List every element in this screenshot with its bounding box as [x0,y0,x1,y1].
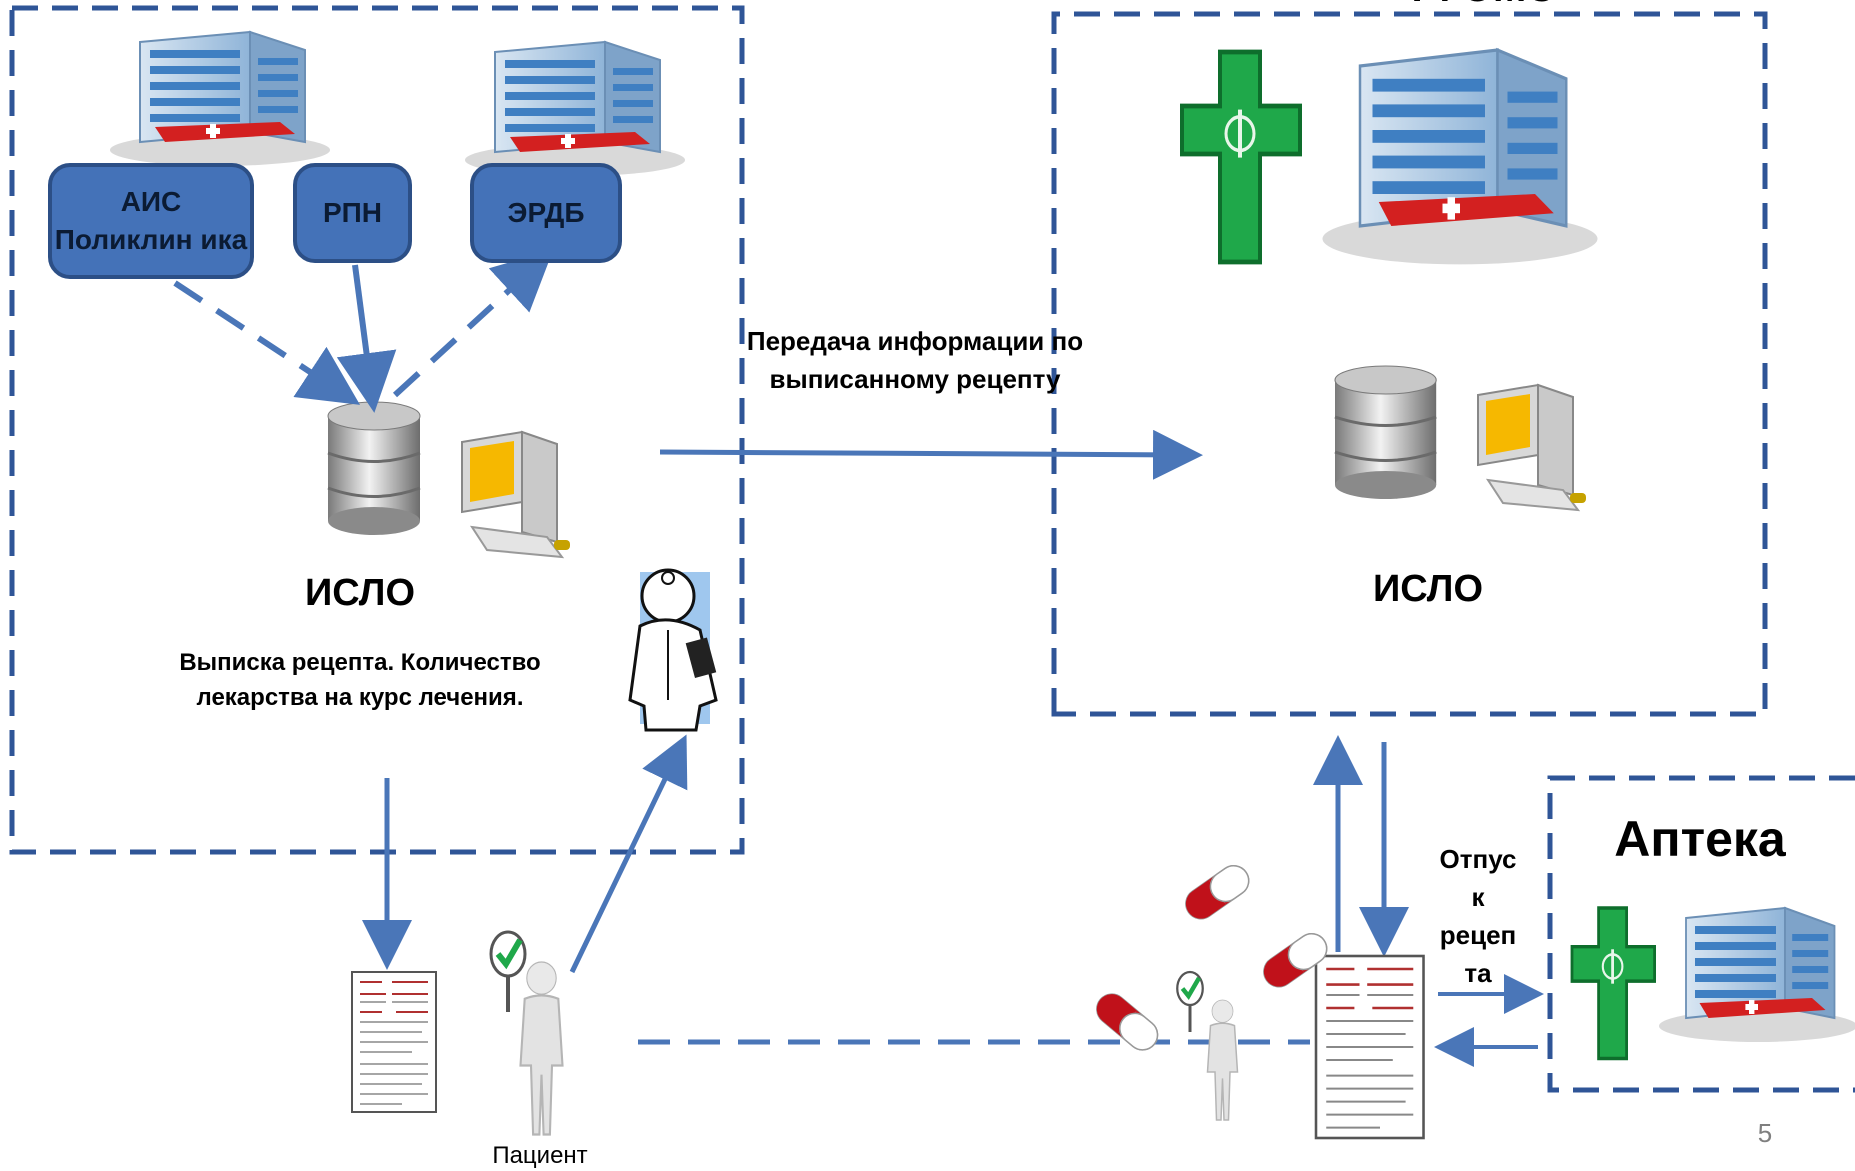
page-number: 5 [1757,1118,1773,1148]
patient-label: Пациент [492,1142,588,1169]
computer-workstation-icon [1477,384,1587,511]
pharmacy-zone-border [1547,775,1855,1093]
doctor-icon [628,568,718,732]
capsule-pill-icon [1089,987,1165,1057]
right-zone-title: ТФОМС [1380,0,1580,11]
prescription-document-icon [351,971,437,1113]
left-zone-border [9,5,745,855]
green-cross-icon [1182,52,1300,262]
capsule-pill-icon [1179,859,1256,926]
islo-left-label: ИСЛО [304,572,416,614]
arrow-patient-to-doctor [569,734,688,974]
check-sign-icon [491,932,525,1012]
prescription-document-icon [1314,954,1425,1140]
hospital-building-icon [1658,907,1855,1043]
hospital-building-icon [464,41,686,177]
arrow-islo-to-erdb [392,249,554,398]
prescription-description: Выписка рецепта. Количество лекарства на… [179,649,541,711]
check-sign-icon [1177,972,1203,1032]
system-box-rpn: РПН [293,163,412,263]
database-cylinder-icon [1333,364,1438,501]
arrow-ais-to-islo [173,280,361,405]
dispense-label: Отпус к рецеп та [1439,844,1517,988]
transfer-label: Передача информации по выписанному рецеп… [746,326,1084,394]
database-cylinder-icon [326,400,422,537]
hospital-building-icon [109,31,331,167]
islo-right-label: ИСЛО [1372,568,1484,610]
hospital-building-icon [1320,48,1600,266]
patient-figure-icon [1206,999,1239,1121]
pharmacy-label: Аптека [1614,811,1786,867]
arrow-rpn-to-islo [336,264,397,413]
right-zone-border [1051,11,1768,717]
computer-workstation-icon [461,431,571,558]
patient-figure-icon [519,960,564,1136]
arrow-transfer [659,429,1203,480]
system-box-erdb: ЭРДБ [470,163,622,263]
green-cross-icon [1570,906,1657,1061]
system-box-ais: АИС Поликлин ика [48,163,254,279]
